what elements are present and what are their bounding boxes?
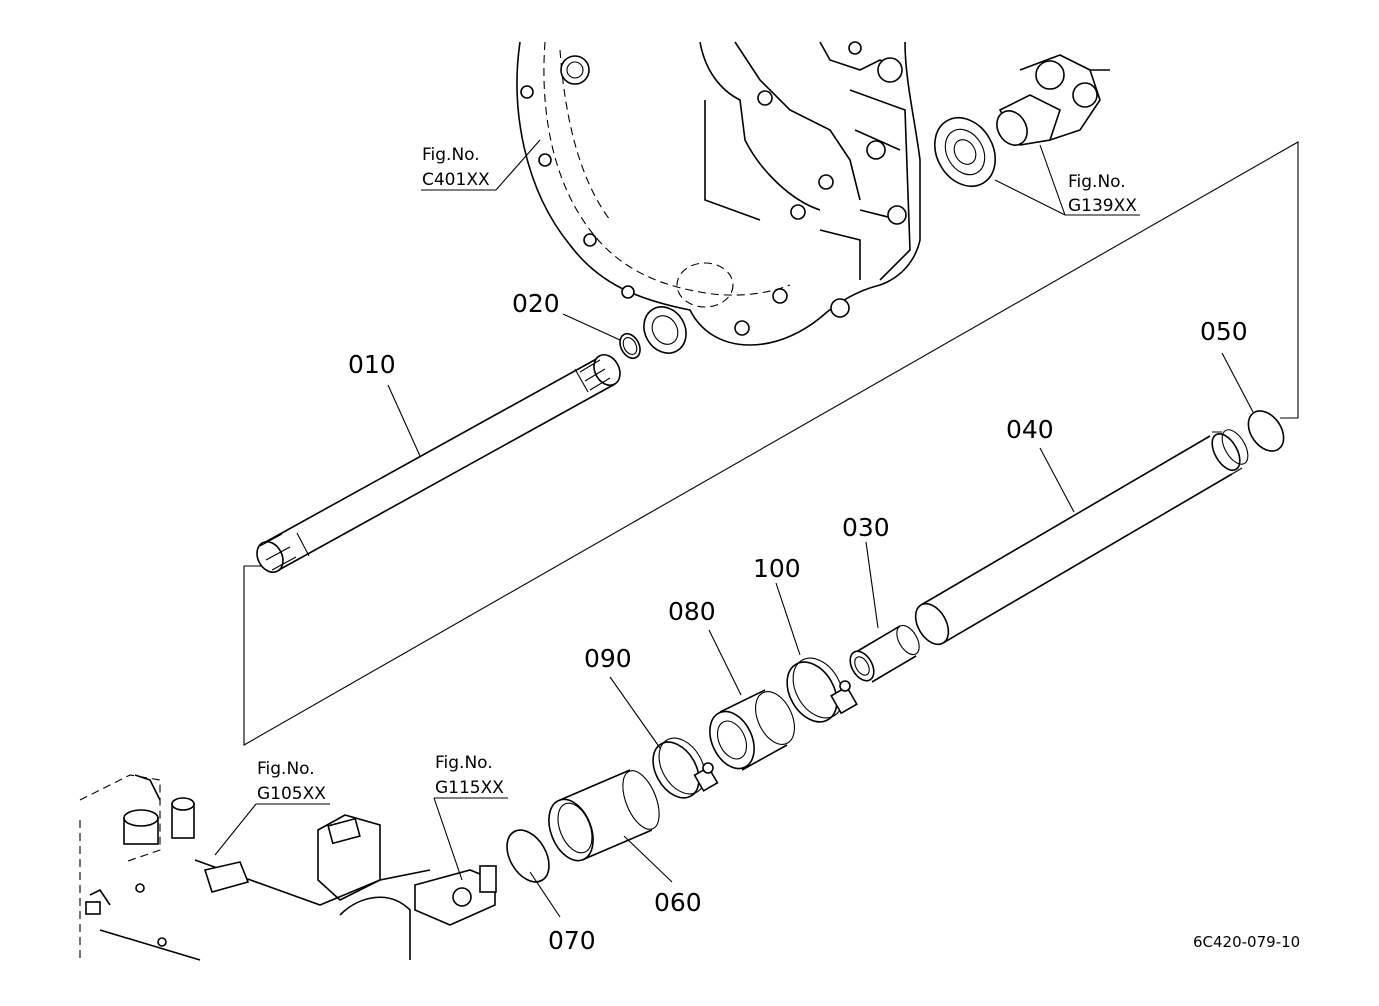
fig-ref-c401-code: C401XX: [422, 170, 490, 190]
snap-ring-020-drawing: [619, 332, 641, 360]
part-label-080: 080: [668, 597, 716, 626]
tube-060-drawing: [548, 769, 660, 862]
fig-ref-g115-code: G115XX: [435, 778, 504, 798]
fig-ref-c401-label: Fig.No.: [422, 145, 480, 165]
clutch-housing-drawing: [516, 41, 921, 354]
boot-080-drawing: [709, 689, 795, 771]
part-label-040: 040: [1006, 415, 1054, 444]
assembly-boundary-lines: [243, 141, 1299, 746]
part-label-020: 020: [512, 289, 560, 318]
fig-ref-g105-code: G105XX: [257, 784, 326, 804]
hose-clamp-100-drawing: [786, 657, 858, 723]
part-label-030: 030: [842, 513, 890, 542]
part-label-100: 100: [753, 554, 801, 583]
part-labels: 010 020 030 040 050 060 070 080 090 100: [348, 289, 1248, 955]
part-label-090: 090: [584, 644, 632, 673]
fig-ref-g139-code: G139XX: [1068, 196, 1137, 216]
o-ring-070-drawing: [506, 829, 550, 883]
leader-lines: [214, 139, 1254, 918]
document-code: 6C420-079-10: [1193, 933, 1300, 951]
part-label-050: 050: [1200, 317, 1248, 346]
transmission-housing-drawing: [79, 774, 497, 961]
part-label-070: 070: [548, 926, 596, 955]
part-label-060: 060: [654, 888, 702, 917]
o-ring-050-drawing: [1247, 410, 1285, 452]
bearing-and-joint-drawing: [934, 54, 1110, 187]
fig-ref-g115-label: Fig.No.: [435, 753, 493, 773]
fig-ref-g139-label: Fig.No.: [1068, 172, 1126, 192]
tube-040-drawing: [914, 429, 1249, 646]
fig-ref-g105-label: Fig.No.: [257, 759, 315, 779]
coupling-030-drawing: [849, 624, 920, 683]
figure-references: Fig.No. C401XX Fig.No. G139XX Fig.No. G1…: [257, 145, 1137, 804]
shaft-010-drawing: [256, 353, 621, 574]
part-label-010: 010: [348, 350, 396, 379]
hose-clamp-090-drawing: [652, 737, 719, 799]
